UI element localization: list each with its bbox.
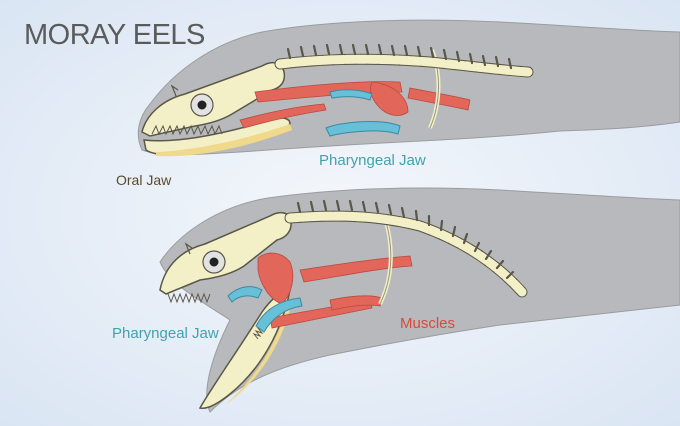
bottom-gill-rod-outline bbox=[379, 221, 392, 305]
bottom-pharyngeal-jaw bbox=[227, 286, 263, 303]
diagram-title: MORAY EELS bbox=[24, 19, 205, 51]
top-eye bbox=[197, 100, 207, 110]
bottom-nostril bbox=[184, 242, 193, 255]
pharyngeal-jaw-label-top: Pharyngeal Jaw bbox=[319, 152, 426, 169]
top-teeth bbox=[151, 124, 223, 136]
bottom-muscle-back bbox=[329, 295, 383, 311]
muscles-label: Muscles bbox=[400, 315, 456, 332]
top-spine-spines bbox=[286, 43, 513, 70]
bottom-upper-teeth bbox=[167, 292, 211, 304]
top-muscle-long bbox=[254, 81, 403, 103]
bottom-spine-fill bbox=[285, 211, 527, 297]
bottom-eye bbox=[209, 257, 219, 267]
bottom-pharyngeal-jaw-lower bbox=[255, 297, 303, 333]
top-pharyngeal-jaw bbox=[329, 89, 373, 101]
top-oral-jaw-yellow bbox=[156, 124, 292, 157]
top-pharyngeal-jaw-lower bbox=[325, 121, 401, 137]
bottom-muscle-fan bbox=[257, 252, 294, 305]
bottom-eel-body bbox=[159, 187, 680, 413]
pharyngeal-jaw-label-bottom: Pharyngeal Jaw bbox=[112, 325, 219, 342]
top-gill-rod-outline bbox=[429, 49, 439, 129]
bottom-eel bbox=[159, 187, 680, 413]
oral-jaw-label: Oral Jaw bbox=[116, 172, 172, 188]
top-eel bbox=[137, 19, 680, 157]
bottom-muscle-long bbox=[299, 255, 413, 283]
top-skull-bone bbox=[141, 61, 286, 137]
top-muscle-lower bbox=[239, 103, 327, 129]
top-spine-fill bbox=[275, 54, 533, 77]
bottom-spine-spines bbox=[296, 199, 515, 280]
top-nostril bbox=[170, 84, 179, 97]
